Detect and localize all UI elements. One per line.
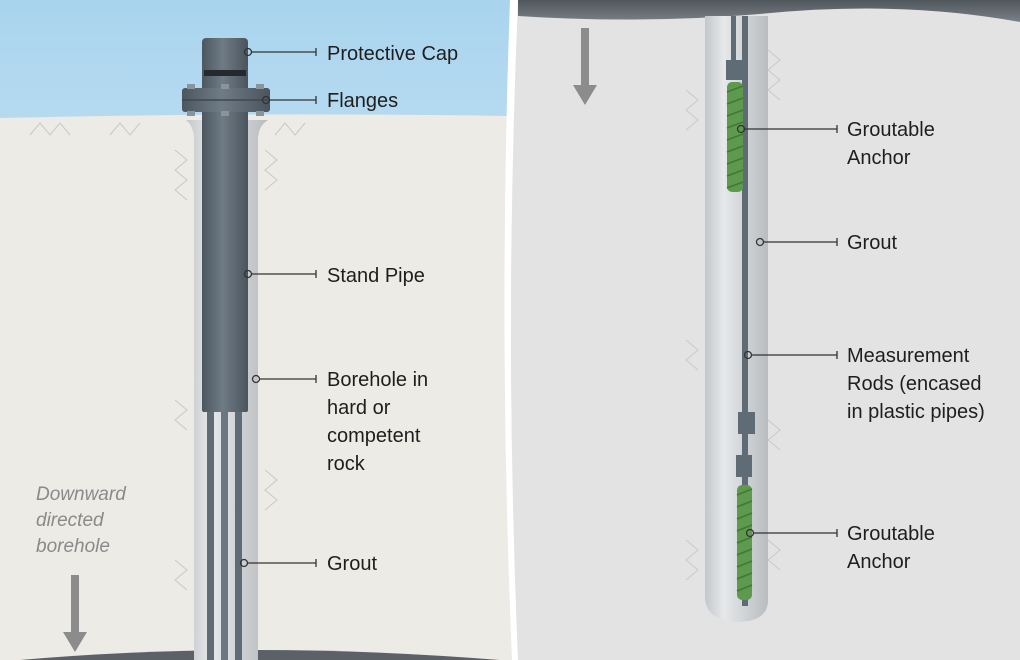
label-borehole-line4: rock bbox=[327, 453, 366, 475]
label-rods-line1: Measurement bbox=[847, 345, 970, 367]
down-arrow-icon bbox=[63, 575, 87, 652]
label-borehole-line2: hard or bbox=[327, 397, 391, 419]
label-flanges: Flanges bbox=[327, 90, 398, 112]
label-borehole-line1: Borehole in bbox=[327, 369, 428, 391]
label-anchor-top-line2: Anchor bbox=[847, 147, 911, 169]
label-stand-pipe: Stand Pipe bbox=[327, 265, 425, 287]
label-rods-line2: Rods (encased bbox=[847, 373, 982, 395]
rock-hatching-right bbox=[685, 49, 781, 581]
coupling-top bbox=[726, 60, 743, 80]
label-protective-cap: Protective Cap bbox=[327, 43, 458, 65]
rock-hatching bbox=[29, 122, 306, 591]
anchor-top-ribs bbox=[726, 85, 744, 189]
label-borehole-line3: competent bbox=[327, 425, 421, 447]
leaders-left bbox=[239, 47, 317, 568]
note-line2: directed bbox=[36, 510, 105, 531]
measurement-rods bbox=[207, 410, 242, 660]
label-anchor-top-line1: Groutable bbox=[847, 119, 935, 141]
label-rods-line3: in plastic pipes) bbox=[847, 401, 985, 423]
measurement-rod bbox=[742, 16, 748, 606]
anchor-bottom-ribs bbox=[736, 488, 753, 592]
top-edge bbox=[518, 0, 1020, 22]
label-anchor-bottom-line1: Groutable bbox=[847, 523, 935, 545]
borehole-right bbox=[705, 16, 768, 622]
label-grout-left: Grout bbox=[327, 553, 377, 575]
right-panel: Groutable Anchor Grout Measurement Rods … bbox=[511, 0, 1020, 660]
panel-divider bbox=[504, 0, 518, 660]
label-anchor-bottom-line2: Anchor bbox=[847, 551, 911, 573]
label-grout-right: Grout bbox=[847, 232, 897, 254]
left-panel: Protective Cap Flanges Stand Pipe Boreho… bbox=[0, 0, 512, 660]
flange-bolts bbox=[187, 84, 264, 116]
coupling-bottom bbox=[736, 455, 752, 477]
note-line1: Downward bbox=[36, 484, 127, 505]
bottom-edge bbox=[20, 650, 500, 660]
leaders-right bbox=[736, 124, 838, 538]
coupling-middle bbox=[738, 412, 755, 434]
note-line3: borehole bbox=[36, 536, 110, 557]
down-arrow-icon-right bbox=[573, 28, 597, 105]
stand-pipe bbox=[202, 66, 248, 412]
protective-cap bbox=[202, 38, 248, 70]
